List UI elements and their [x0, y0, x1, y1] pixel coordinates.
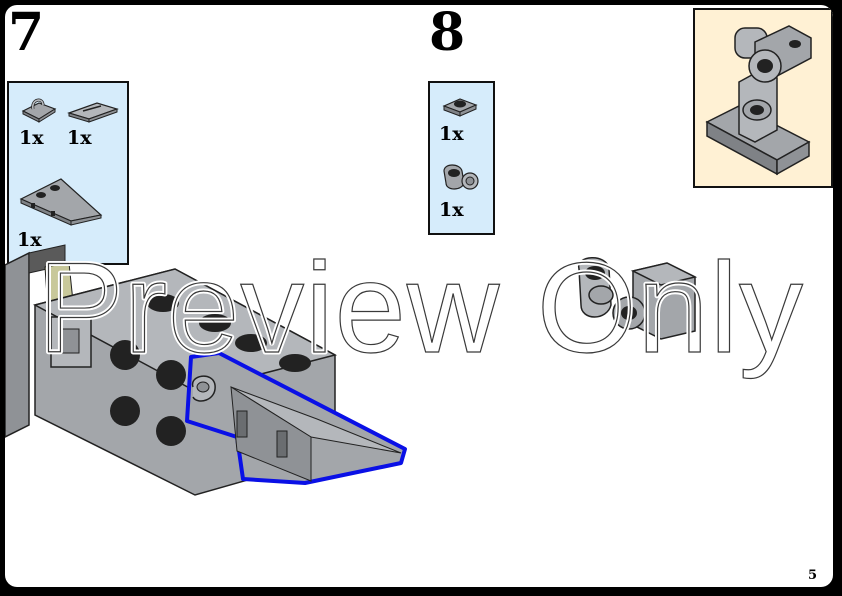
clip-plate-part-icon [21, 95, 57, 123]
step-7-assembly-illustration [5, 225, 425, 515]
step-8-parts-list: 1x 1x [428, 81, 495, 235]
round-plate-part-icon [442, 93, 478, 119]
step-7-part-1-qty: 1x [19, 127, 44, 149]
callout-box [693, 8, 833, 188]
step-7-parts-list: 1x 1x 1x [7, 81, 129, 265]
page-number: 5 [807, 568, 817, 583]
step-7-part-3-qty: 1x [17, 229, 42, 251]
wedge-plate-part-icon [17, 175, 103, 227]
step-8-clip-part-illustration [571, 251, 701, 347]
clip-bar-part-icon [440, 161, 482, 195]
instruction-page: 7 1x 1x [5, 5, 833, 587]
sub-assembly-icon [699, 14, 829, 184]
tile-1x2-part-icon [67, 99, 119, 123]
step-8-number: 8 [429, 5, 465, 63]
step-7-number: 7 [8, 5, 44, 63]
step-8-part-1-qty: 1x [439, 123, 464, 145]
step-7-part-2-qty: 1x [67, 127, 92, 149]
step-8-part-2-qty: 1x [439, 199, 464, 221]
